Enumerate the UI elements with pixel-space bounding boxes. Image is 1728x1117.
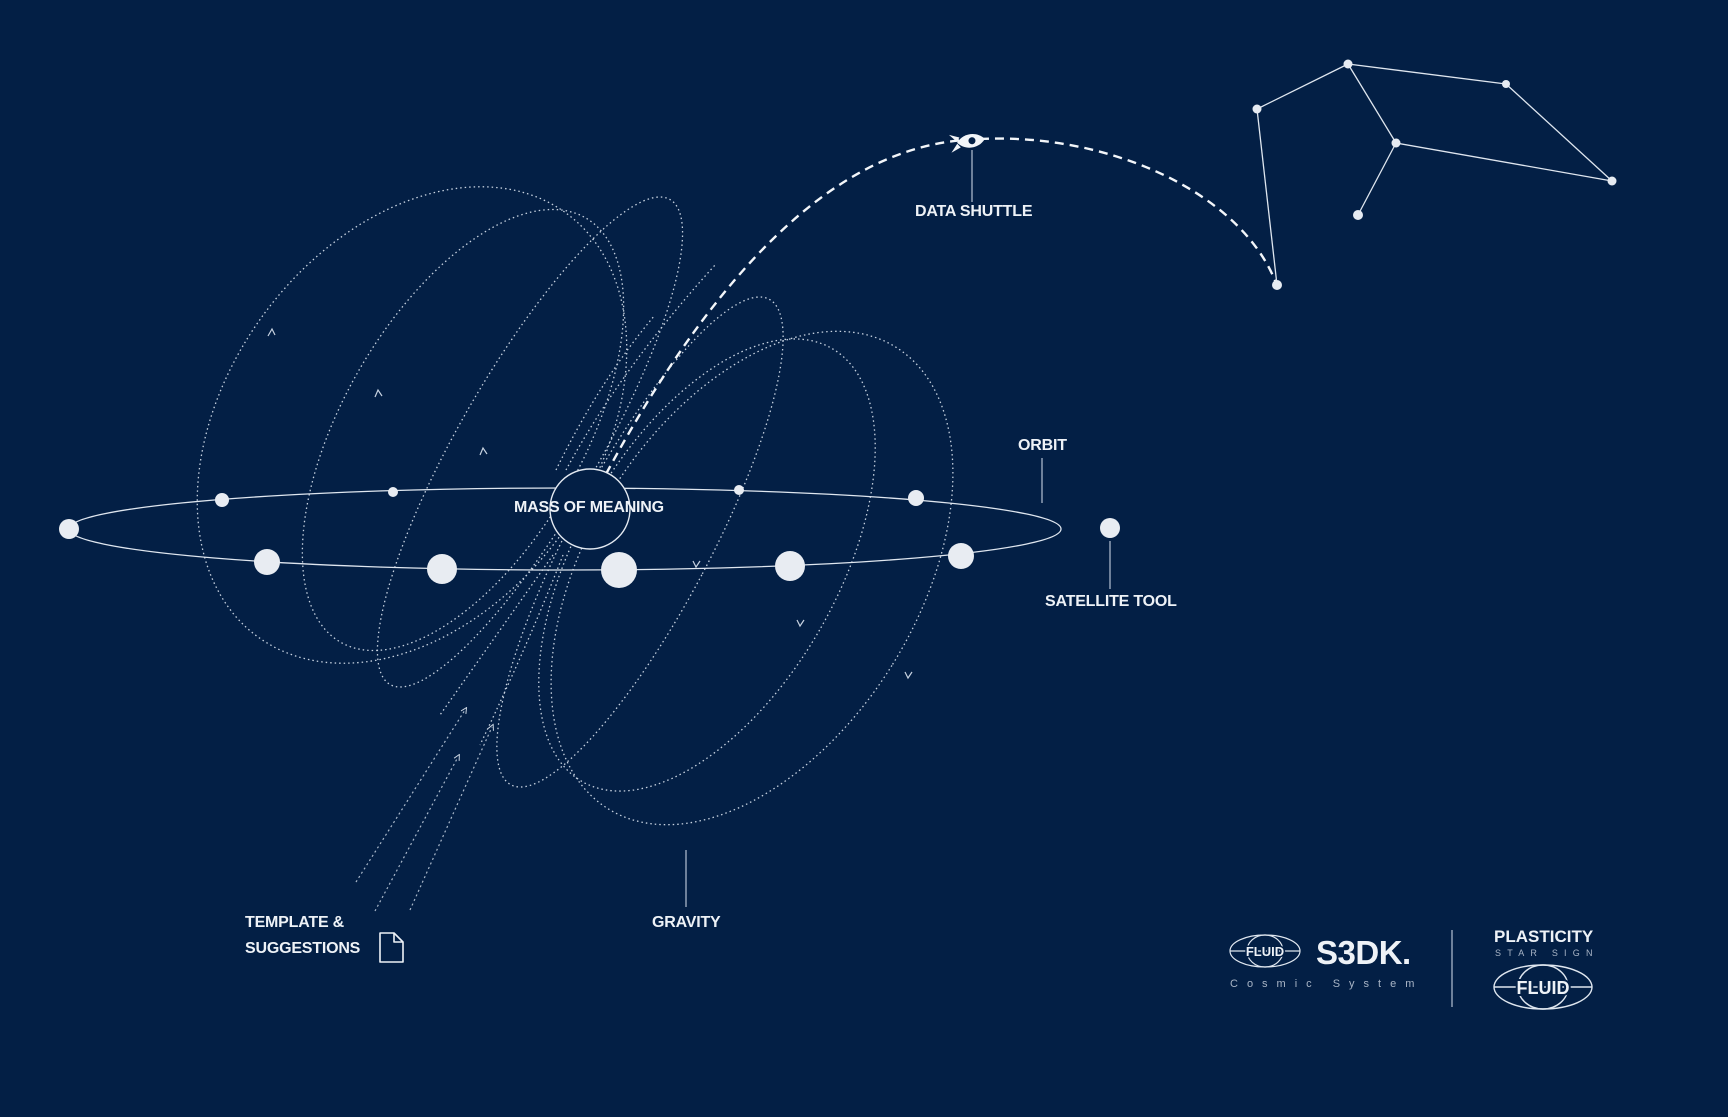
partner-name: PLASTICITY xyxy=(1494,927,1594,946)
gravity-core-upper xyxy=(555,314,656,471)
satellite-node xyxy=(254,549,280,575)
satellite-node xyxy=(388,487,398,497)
constellation-star xyxy=(1343,59,1353,69)
partner-tagline: STAR SIGN xyxy=(1495,948,1599,958)
constellation-star xyxy=(1252,104,1262,114)
constellation-link xyxy=(1256,63,1349,110)
partner-fluid-logo xyxy=(1493,964,1593,1010)
template-inflow-arrows xyxy=(355,710,492,912)
rocket-icon xyxy=(948,134,985,153)
gravity-loop-inner-left xyxy=(376,196,684,688)
satellite-node xyxy=(59,519,79,539)
mass-of-meaning-core xyxy=(549,468,631,550)
orbit-label: ORBIT xyxy=(1018,437,1067,454)
gravity-arrow xyxy=(796,619,805,628)
fluid-logo xyxy=(1229,934,1301,968)
satellite-node xyxy=(948,543,974,569)
product-tagline: Cosmic System xyxy=(1230,978,1424,990)
fluid-logo-text: FLUID xyxy=(1246,944,1284,959)
template-label-line1: TEMPLATE & xyxy=(245,914,345,931)
gravity-loop-inner-right xyxy=(496,296,784,788)
satellite-node xyxy=(908,490,924,506)
satellite-node xyxy=(1100,518,1120,538)
gravity-loop-outer-left xyxy=(196,186,628,664)
satellite-node xyxy=(775,551,805,581)
gravity-core-lower-2 xyxy=(439,554,554,716)
inflow-arrow xyxy=(374,757,458,912)
constellation-link xyxy=(1347,63,1397,144)
gravity-direction-arrows xyxy=(267,327,913,680)
constellation-star xyxy=(1607,176,1617,186)
satellite-tool-label: SATELLITE TOOL xyxy=(1045,593,1177,610)
label-leaders xyxy=(685,150,1453,1007)
constellation-link xyxy=(1347,63,1507,85)
gravity-arrow xyxy=(267,327,276,337)
gravity-core-upper-2 xyxy=(565,264,716,471)
data-shuttle-label: DATA SHUTTLE xyxy=(915,203,1033,220)
mass-of-meaning-label: MASS OF MEANING xyxy=(514,499,664,516)
satellite-node xyxy=(601,552,637,588)
constellation-star xyxy=(1502,80,1510,88)
constellation-star xyxy=(1391,138,1401,148)
gravity-arrow xyxy=(374,388,383,398)
gravity-loop-mid-left xyxy=(301,208,625,652)
gravity-arrow xyxy=(692,560,701,569)
gravity-label: GRAVITY xyxy=(652,914,721,931)
constellation-link xyxy=(1395,142,1613,182)
inflow-arrow xyxy=(355,710,465,883)
satellite-node xyxy=(215,493,229,507)
constellation-star xyxy=(1272,280,1282,290)
constellation-link xyxy=(1357,142,1397,216)
satellite-node xyxy=(734,485,744,495)
gravity-core-lower xyxy=(479,554,564,746)
constellation-link xyxy=(1505,83,1613,182)
inflow-arrow xyxy=(409,727,492,911)
gravity-arrow xyxy=(479,446,488,456)
constellation xyxy=(1252,59,1617,290)
gravity-arrow xyxy=(904,671,913,680)
product-name: S3DK. xyxy=(1316,934,1411,971)
gravity-loop-outer-right xyxy=(550,330,954,826)
constellation-star xyxy=(1353,210,1363,220)
shuttle-trajectory xyxy=(604,137,1278,475)
gravity-loop-mid-right xyxy=(538,338,876,792)
satellites xyxy=(59,485,1120,588)
constellation-link xyxy=(1256,108,1278,286)
satellite-node xyxy=(427,554,457,584)
partner-fluid-logo-text: FLUID xyxy=(1517,978,1570,998)
template-label-line2: SUGGESTIONS xyxy=(245,940,361,957)
document-icon xyxy=(379,932,404,963)
